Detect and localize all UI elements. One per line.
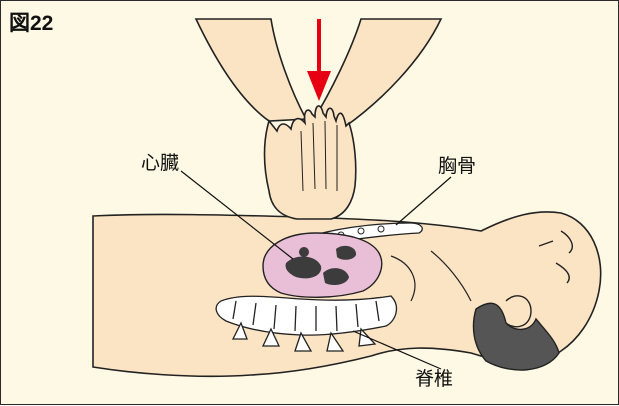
left-arm [196, 19, 306, 121]
compression-arrow [307, 19, 331, 101]
heart [263, 233, 382, 297]
figure-label: 図22 [9, 7, 53, 37]
ear [506, 296, 531, 327]
sternum-leader-line [396, 177, 451, 225]
spine-label: 脊椎 [415, 364, 453, 391]
sternum-label: 胸骨 [438, 151, 476, 178]
hands [265, 106, 356, 219]
heart-label: 心臓 [141, 148, 179, 175]
